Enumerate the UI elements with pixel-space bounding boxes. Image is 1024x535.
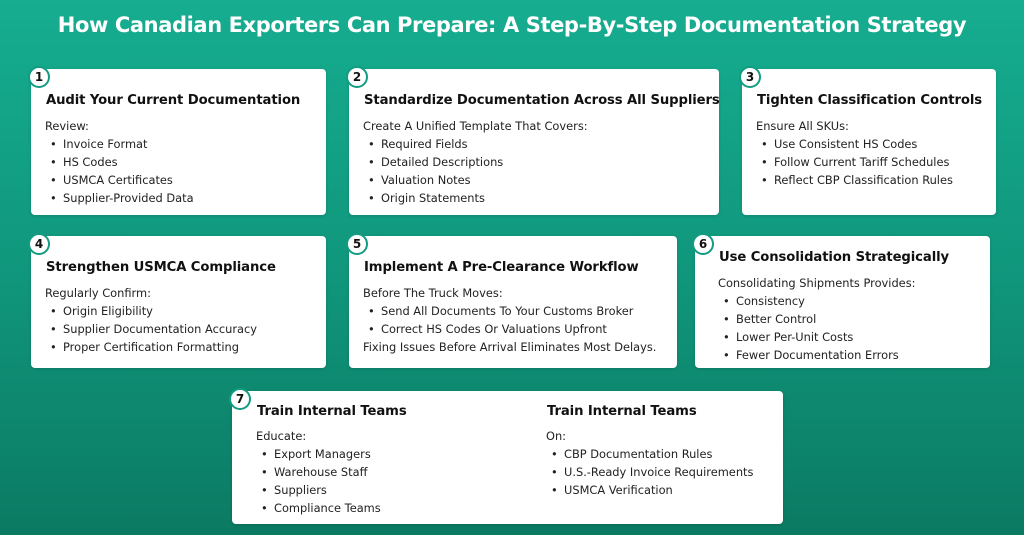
step-number-badge: 6 (692, 233, 714, 255)
step-items: Origin Eligibility Supplier Documentatio… (45, 302, 257, 356)
step-items-right: CBP Documentation Rules U.S.-Ready Invoi… (546, 445, 753, 499)
list-item: Use Consistent HS Codes (756, 135, 953, 153)
list-item: USMCA Verification (546, 481, 753, 499)
step-card-1: Audit Your Current Documentation Review:… (31, 69, 326, 215)
step-title: Standardize Documentation Across All Sup… (364, 93, 720, 108)
step-number-badge: 3 (739, 66, 761, 88)
step-items: Required Fields Detailed Descriptions Va… (363, 135, 503, 207)
list-item: Follow Current Tariff Schedules (756, 153, 953, 171)
list-item: Origin Eligibility (45, 302, 257, 320)
step-number-badge: 7 (229, 388, 251, 410)
list-item: Required Fields (363, 135, 503, 153)
list-item: Correct HS Codes Or Valuations Upfront (363, 320, 633, 338)
step-title-right: Train Internal Teams (547, 404, 697, 419)
list-item: Consistency (718, 292, 899, 310)
list-item: Supplier-Provided Data (45, 189, 194, 207)
list-item: Send All Documents To Your Customs Broke… (363, 302, 633, 320)
step-intro: Ensure All SKUs: (756, 119, 849, 133)
step-intro: Create A Unified Template That Covers: (363, 119, 588, 133)
step-card-7: Train Internal Teams Educate: Export Man… (232, 391, 783, 524)
list-item: Lower Per-Unit Costs (718, 328, 899, 346)
step-intro: Consolidating Shipments Provides: (718, 276, 916, 290)
step-title: Use Consolidation Strategically (719, 250, 950, 265)
step-title-left: Train Internal Teams (257, 404, 407, 419)
step-items-left: Export Managers Warehouse Staff Supplier… (256, 445, 381, 517)
step-intro: Review: (45, 119, 89, 133)
step-card-4: Strengthen USMCA Compliance Regularly Co… (31, 236, 326, 368)
list-item: USMCA Certificates (45, 171, 194, 189)
list-item: Better Control (718, 310, 899, 328)
step-title: Audit Your Current Documentation (46, 93, 301, 108)
step-intro-left: Educate: (256, 429, 307, 443)
step-number-badge: 2 (346, 66, 368, 88)
step-number-badge: 4 (28, 233, 50, 255)
step-outro: Fixing Issues Before Arrival Eliminates … (363, 340, 657, 354)
list-item: Detailed Descriptions (363, 153, 503, 171)
step-number-badge: 1 (28, 66, 50, 88)
list-item: Origin Statements (363, 189, 503, 207)
list-item: HS Codes (45, 153, 194, 171)
step-title: Tighten Classification Controls (757, 93, 982, 108)
step-intro: Regularly Confirm: (45, 286, 151, 300)
list-item: Supplier Documentation Accuracy (45, 320, 257, 338)
list-item: Reflect CBP Classification Rules (756, 171, 953, 189)
list-item: Export Managers (256, 445, 381, 463)
step-card-6: Use Consolidation Strategically Consolid… (695, 236, 990, 368)
step-intro-right: On: (546, 429, 567, 443)
list-item: Warehouse Staff (256, 463, 381, 481)
step-card-3: Tighten Classification Controls Ensure A… (742, 69, 996, 215)
step-items: Invoice Format HS Codes USMCA Certificat… (45, 135, 194, 207)
step-items: Send All Documents To Your Customs Broke… (363, 302, 633, 338)
step-title: Strengthen USMCA Compliance (46, 260, 276, 275)
list-item: U.S.-Ready Invoice Requirements (546, 463, 753, 481)
step-number-badge: 5 (346, 233, 368, 255)
step-intro: Before The Truck Moves: (363, 286, 503, 300)
list-item: Invoice Format (45, 135, 194, 153)
page-title: How Canadian Exporters Can Prepare: A St… (57, 13, 967, 37)
step-items: Use Consistent HS Codes Follow Current T… (756, 135, 953, 189)
list-item: CBP Documentation Rules (546, 445, 753, 463)
list-item: Fewer Documentation Errors (718, 346, 899, 364)
step-title: Implement A Pre-Clearance Workflow (364, 260, 639, 275)
step-items: Consistency Better Control Lower Per-Uni… (718, 292, 899, 364)
list-item: Suppliers (256, 481, 381, 499)
step-card-5: Implement A Pre-Clearance Workflow Befor… (349, 236, 677, 368)
list-item: Proper Certification Formatting (45, 338, 257, 356)
step-card-2: Standardize Documentation Across All Sup… (349, 69, 720, 215)
list-item: Valuation Notes (363, 171, 503, 189)
list-item: Compliance Teams (256, 499, 381, 517)
